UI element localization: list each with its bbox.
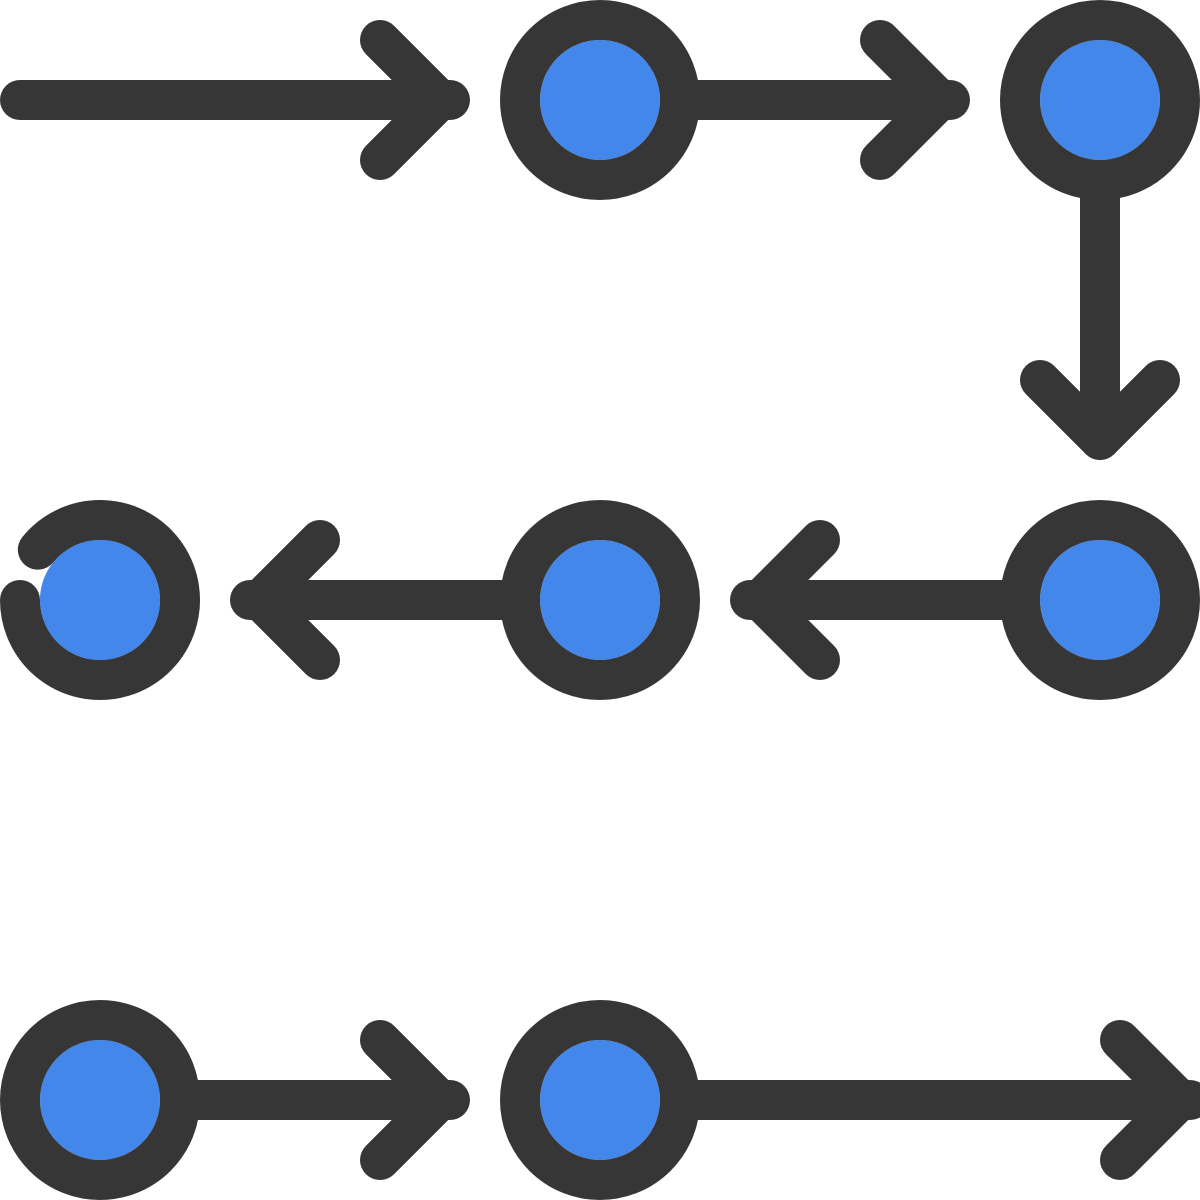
node-3-ring (1000, 500, 1200, 700)
node-1-ring (500, 0, 700, 200)
arrow-2-3-head (1020, 360, 1180, 460)
node-1-fill (540, 40, 660, 160)
node-4-ring (500, 500, 700, 700)
arrow-end-head (1100, 1020, 1200, 1180)
node-6-ring (0, 1000, 200, 1200)
node-2-ring (1000, 0, 1200, 200)
node-5-ring (0, 500, 200, 700)
node-3-fill (1040, 540, 1160, 660)
node-4-fill (540, 540, 660, 660)
arrow-3-4-head (740, 520, 840, 680)
arrow-6-7-head (360, 1020, 460, 1180)
arrow-4-5-head (240, 520, 340, 680)
arrow-start-head (360, 20, 460, 180)
node-6-fill (40, 1040, 160, 1160)
arrow-1-2-head (860, 20, 960, 180)
node-7-fill (540, 1040, 660, 1160)
node-5-fill-top (40, 540, 160, 660)
node-7-ring (500, 1000, 700, 1200)
node-2-fill (1040, 40, 1160, 160)
